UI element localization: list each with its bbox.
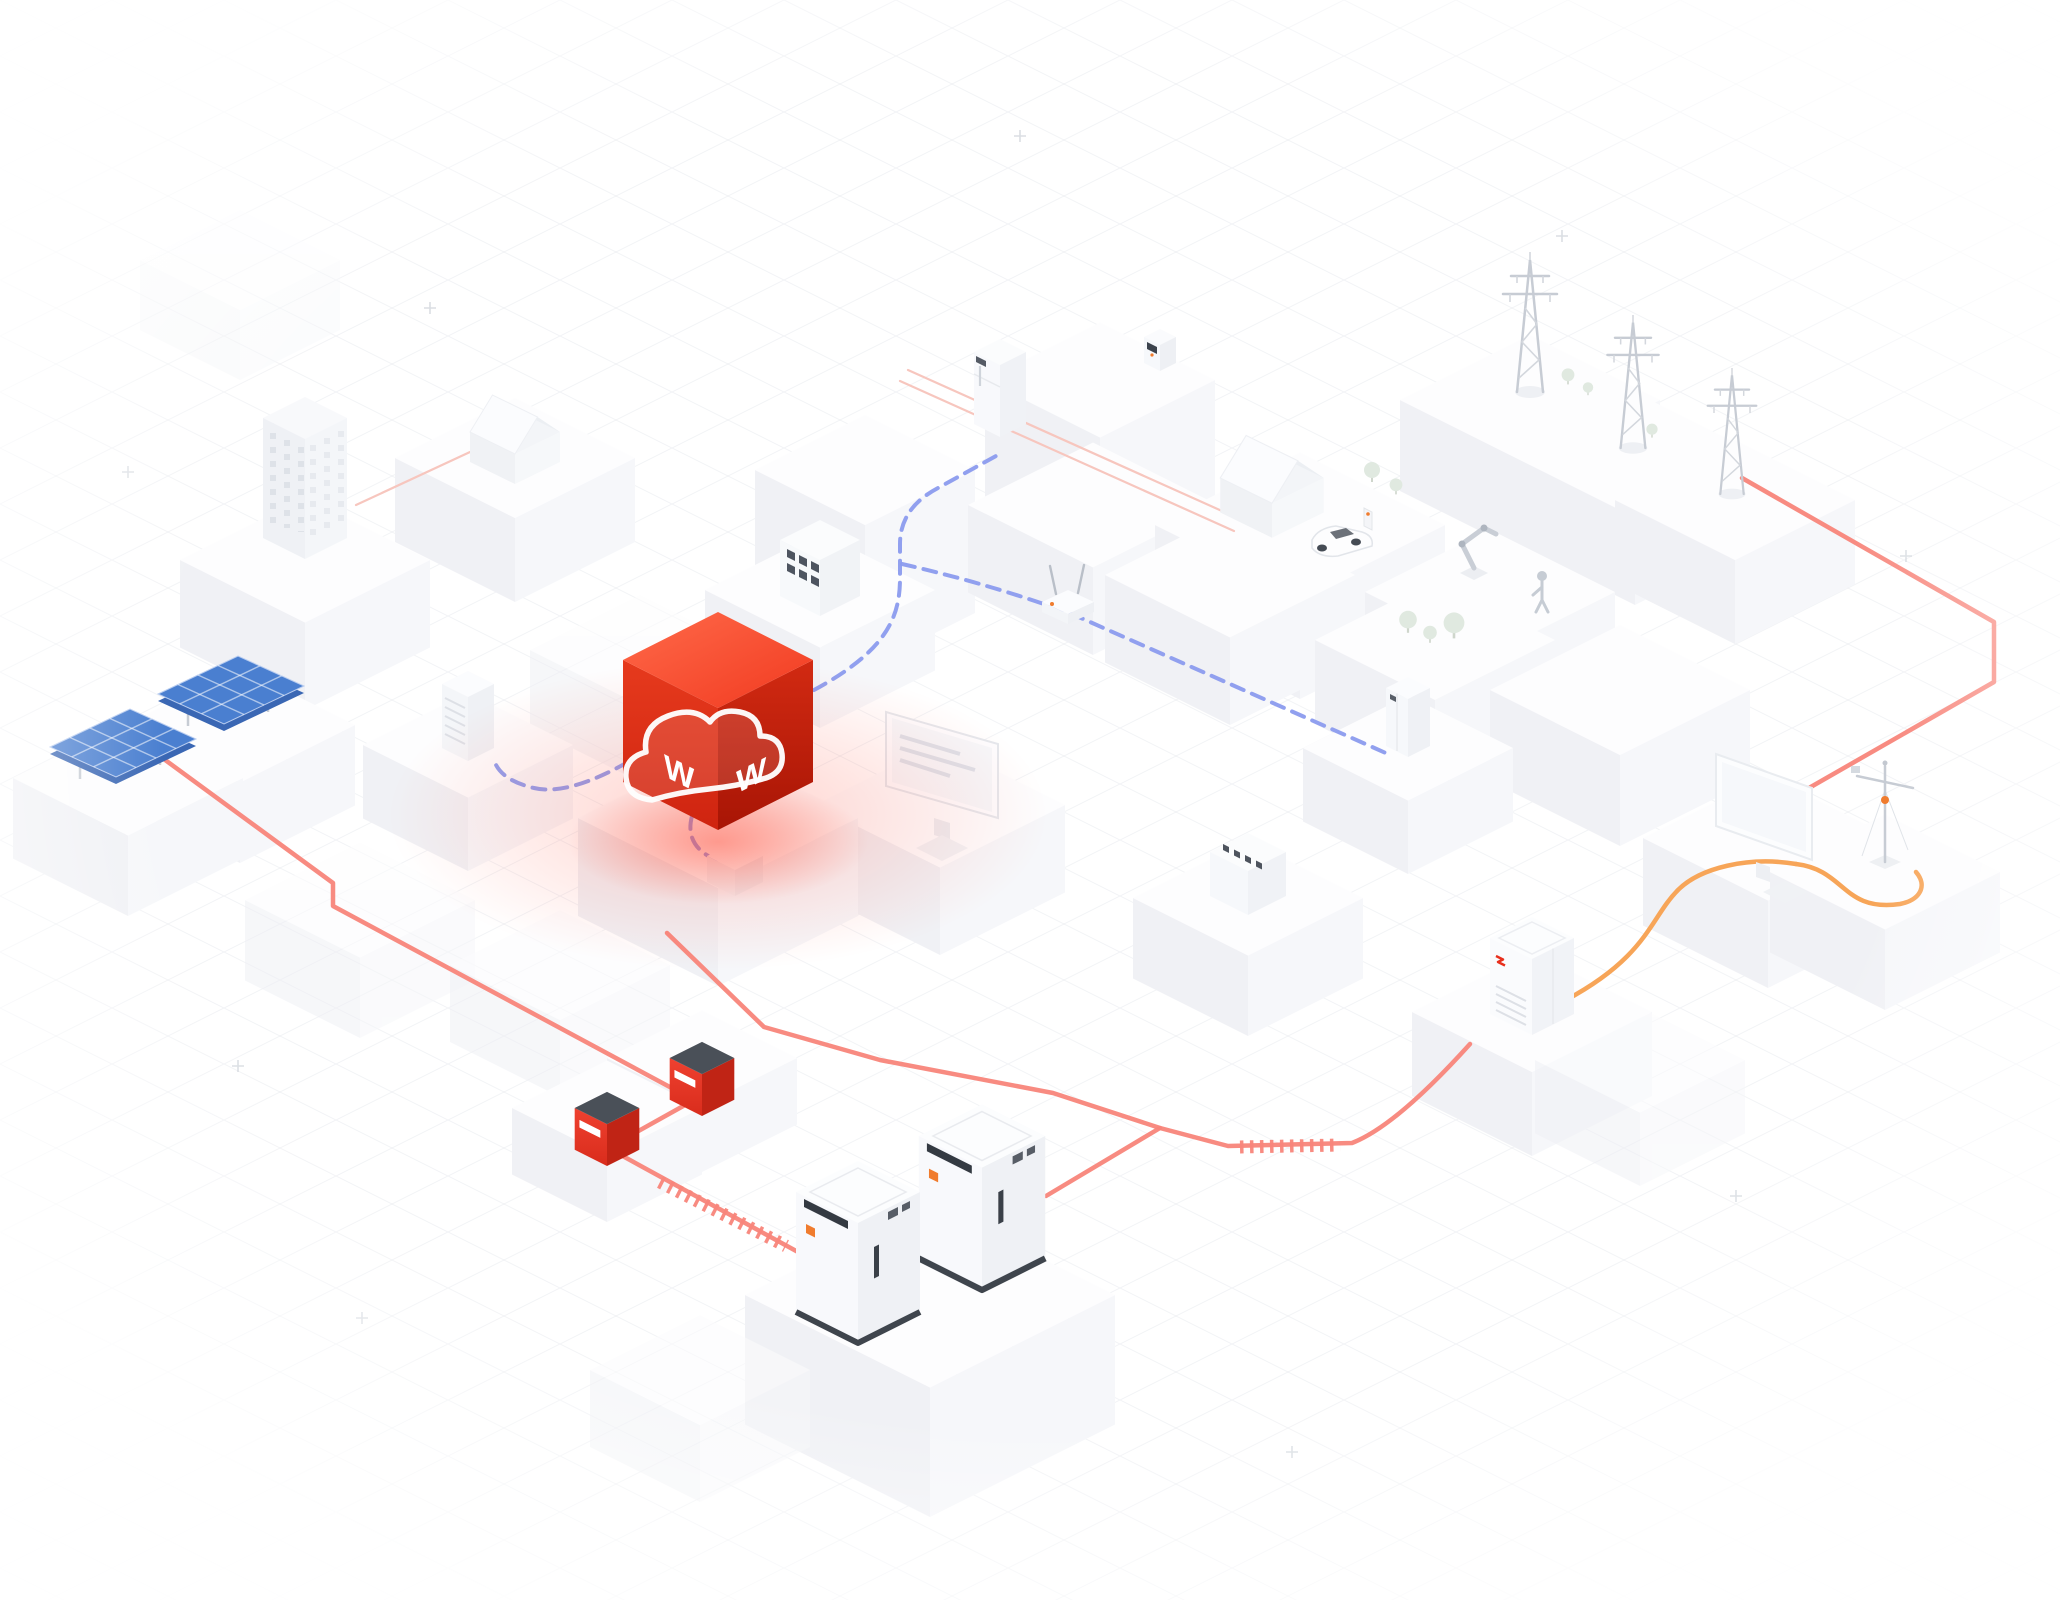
illustration-canvas: W W — [0, 0, 2060, 1600]
energy-ecosystem-illustration: W W — [0, 0, 2060, 1600]
edge-fade-overlay — [0, 0, 2060, 1600]
